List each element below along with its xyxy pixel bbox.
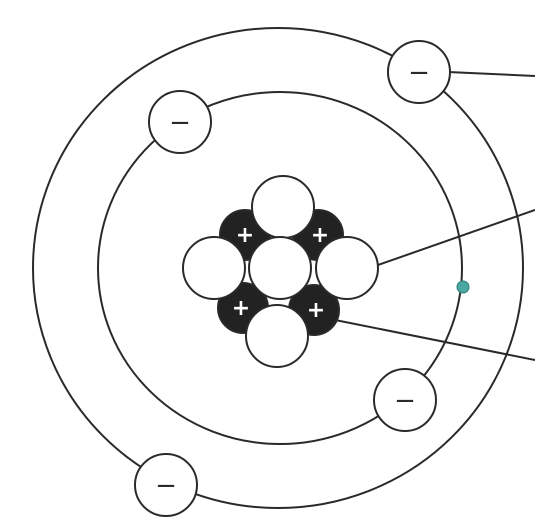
proton-sign: + bbox=[311, 223, 329, 248]
neutron bbox=[315, 236, 379, 300]
electron: − bbox=[373, 368, 437, 432]
electron-sign: − bbox=[408, 58, 430, 88]
electron: − bbox=[134, 453, 198, 517]
proton-sign: + bbox=[236, 223, 254, 248]
pointer-line-proton bbox=[324, 317, 535, 361]
neutron bbox=[245, 304, 309, 368]
electron-sign: − bbox=[155, 471, 177, 501]
inner-electron-shell bbox=[97, 91, 463, 445]
electron: − bbox=[148, 90, 212, 154]
electron: − bbox=[387, 40, 451, 104]
proton-sign: + bbox=[232, 296, 250, 321]
nucleus: + + + + bbox=[182, 175, 379, 368]
electron-sign: − bbox=[394, 386, 416, 416]
pointer-line-neutron bbox=[377, 209, 535, 266]
pointer-line-electron bbox=[447, 71, 535, 77]
neutron bbox=[251, 175, 315, 239]
proton-sign: + bbox=[307, 298, 325, 323]
selection-marker[interactable] bbox=[456, 280, 470, 294]
electron-sign: − bbox=[169, 108, 191, 138]
outer-electron-shell bbox=[32, 27, 524, 509]
neutron bbox=[182, 236, 246, 300]
neutron bbox=[248, 236, 312, 300]
